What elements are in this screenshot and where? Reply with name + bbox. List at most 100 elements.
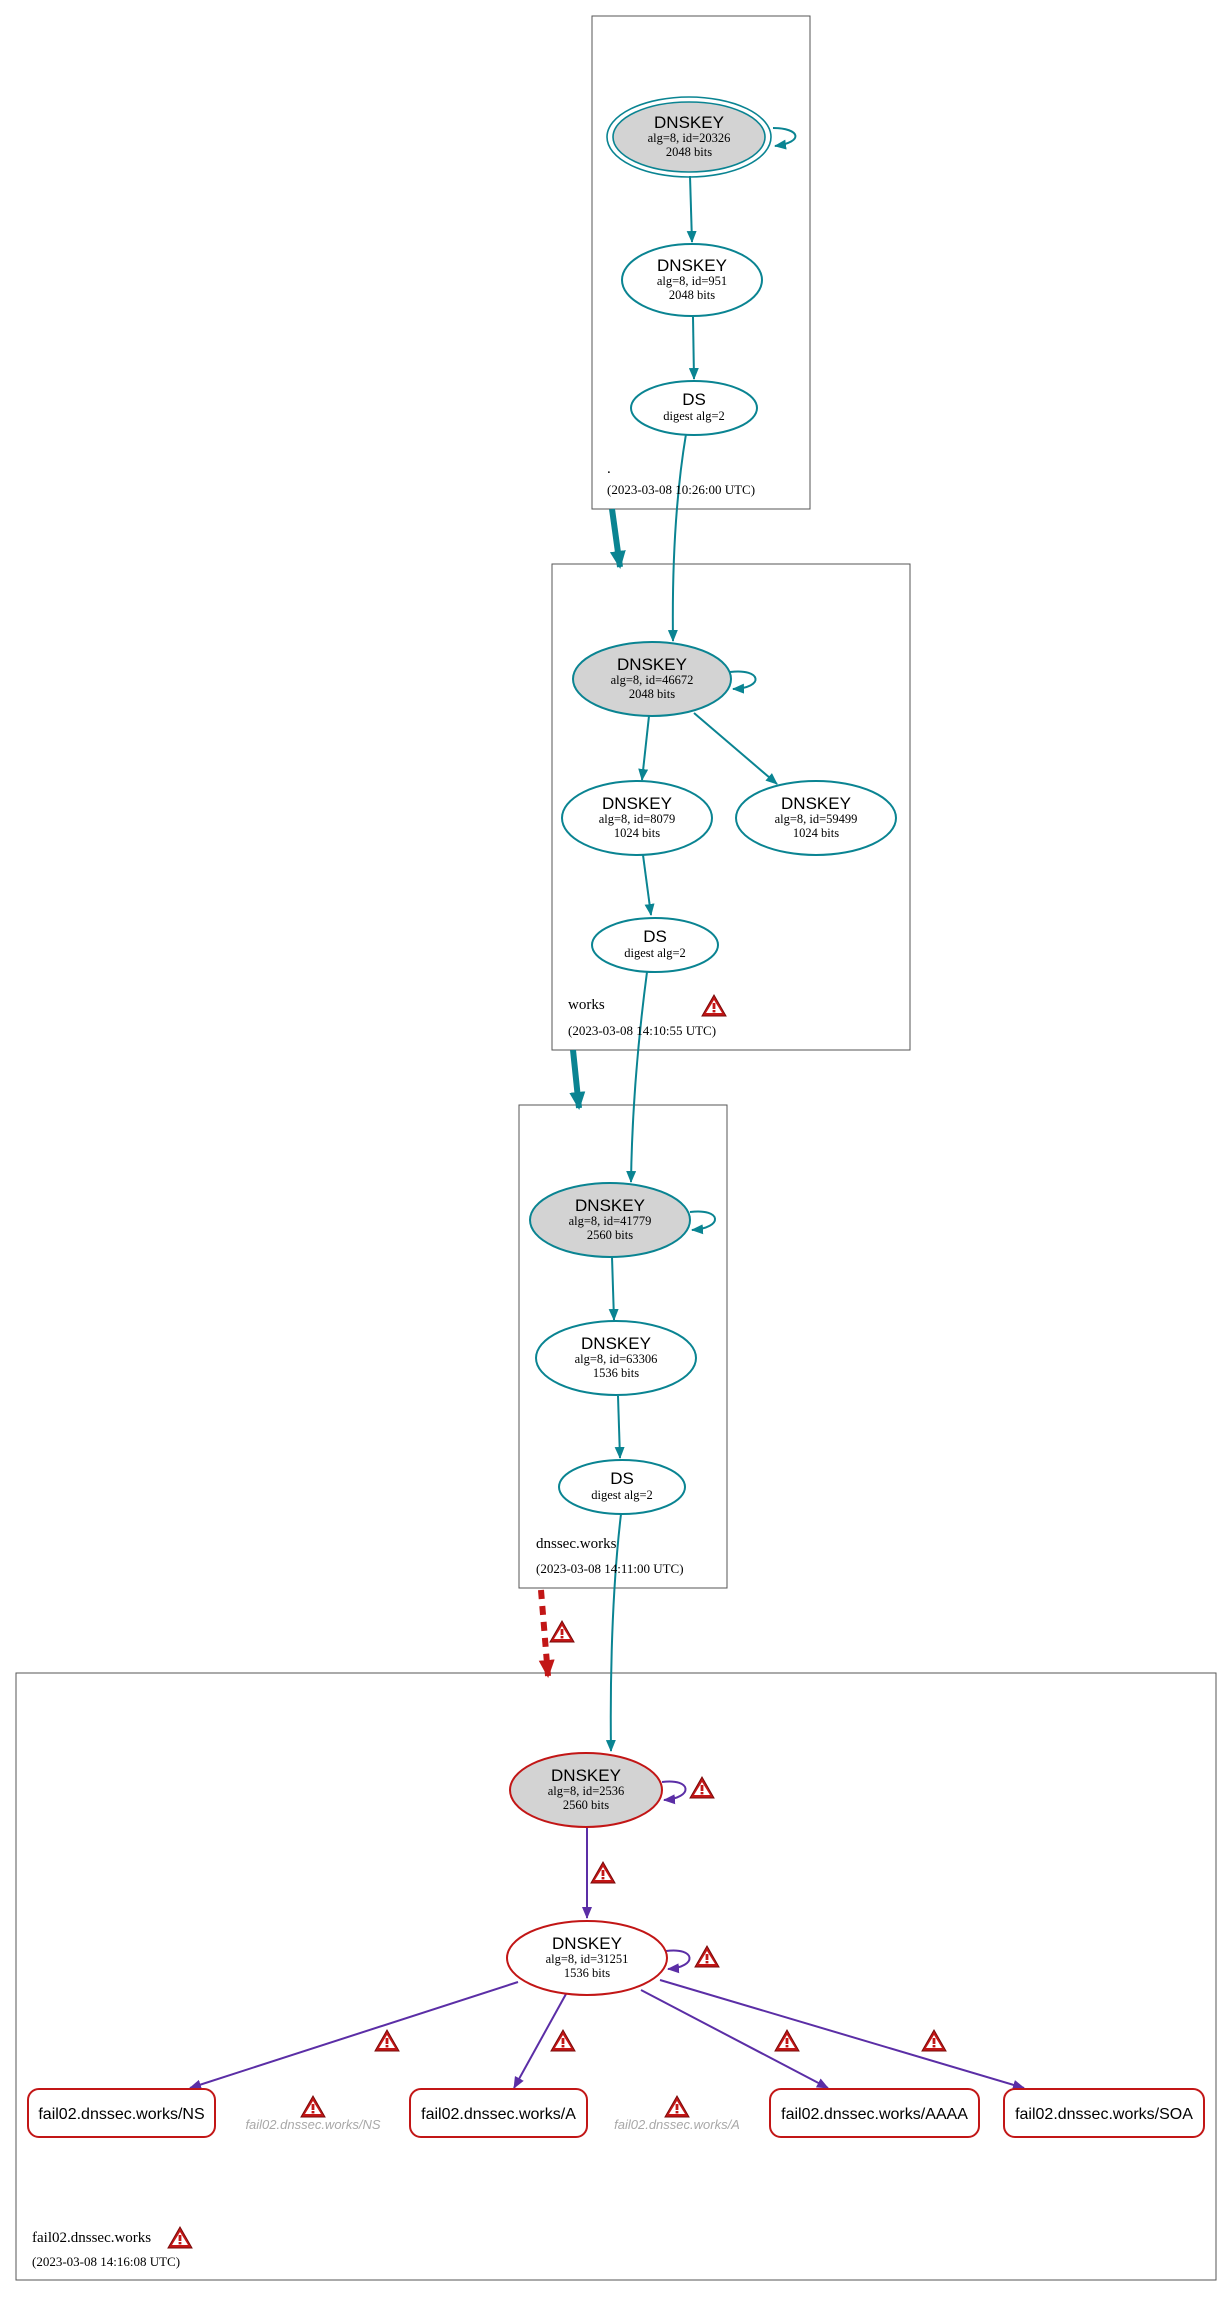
warning-triangle-icon: [774, 2029, 800, 2052]
zone-name-fail02: fail02.dnssec.works: [32, 2230, 151, 2246]
node-detail: alg=8, id=20326: [648, 131, 731, 145]
node-root-ksk: DNSKEY alg=8, id=20326 2048 bits: [606, 96, 772, 178]
edge-f-zsk-to-soa: [659, 1979, 1025, 2090]
zone-timestamp-fail02: (2023-03-08 14:16:08 UTC): [32, 2254, 180, 2269]
node-detail: digest alg=2: [663, 409, 725, 423]
edge-delegation-root-works: [609, 508, 626, 569]
zone-name-dnssec-works: dnssec.works: [536, 1536, 617, 1552]
zone-name-works: works: [568, 997, 605, 1013]
edge-works-ds-to-dw-ksk: [626, 971, 648, 1183]
node-title: DNSKEY: [552, 1934, 622, 1953]
rrset-soa: fail02.dnssec.works/SOA: [1003, 2088, 1205, 2138]
rrset-label: fail02.dnssec.works/A: [421, 2106, 576, 2123]
zone-box-dnssec-works: [518, 1104, 728, 1589]
edge-works-ksk-to-zsk1: [638, 715, 650, 781]
edge-delegation-dnssec-fail02: [538, 1589, 555, 1678]
zone-box-root: [591, 15, 811, 510]
nonexistent-label: fail02.dnssec.works/A: [614, 2117, 740, 2132]
warning-triangle-icon: [590, 1861, 616, 1884]
node-works-zsk-8079: DNSKEY alg=8, id=8079 1024 bits: [561, 780, 713, 856]
edge-dw-ksk-self: [689, 1210, 716, 1235]
rrset-aaaa: fail02.dnssec.works/AAAA: [769, 2088, 980, 2138]
node-detail: alg=8, id=63306: [575, 1352, 658, 1366]
node-detail: alg=8, id=59499: [775, 812, 858, 826]
edge-root-ksk-self: [772, 127, 797, 150]
node-detail: alg=8, id=8079: [599, 812, 676, 826]
edge-f-zsk-to-ns: [189, 1981, 519, 2090]
node-detail: digest alg=2: [591, 1488, 653, 1502]
node-title: DNSKEY: [617, 655, 687, 674]
node-detail: alg=8, id=41779: [569, 1214, 652, 1228]
node-title: DNSKEY: [657, 256, 727, 275]
rrset-label: fail02.dnssec.works/SOA: [1015, 2106, 1193, 2123]
node-title: DNSKEY: [551, 1766, 621, 1785]
node-detail: 1536 bits: [564, 1966, 610, 1980]
edge-works-ksk-self: [729, 670, 757, 694]
node-title: DS: [682, 390, 706, 409]
edge-dw-zsk-to-ds: [614, 1395, 625, 1459]
node-detail: 2048 bits: [629, 687, 675, 701]
node-works-zsk-59499: DNSKEY alg=8, id=59499 1024 bits: [735, 780, 897, 856]
node-title: DNSKEY: [581, 1334, 651, 1353]
edge-root-ksk-to-zsk: [686, 175, 697, 243]
edge-works-zsk1-to-ds: [642, 854, 655, 916]
node-title: DNSKEY: [575, 1196, 645, 1215]
node-detail: 1024 bits: [793, 826, 839, 840]
node-detail: 2560 bits: [587, 1228, 633, 1242]
node-detail: alg=8, id=951: [657, 274, 727, 288]
edge-root-zsk-to-ds: [688, 316, 699, 380]
node-root-ds: DS digest alg=2: [630, 380, 758, 436]
node-f-ksk: DNSKEY alg=8, id=2536 2560 bits: [509, 1752, 663, 1828]
rrset-a: fail02.dnssec.works/A: [409, 2088, 588, 2138]
zone-name-root: .: [607, 461, 611, 477]
node-works-ds: DS digest alg=2: [591, 917, 719, 973]
warning-triangle-icon: [550, 2029, 576, 2052]
node-title: DNSKEY: [654, 113, 724, 132]
node-detail: alg=8, id=2536: [548, 1784, 625, 1798]
node-dw-ksk: DNSKEY alg=8, id=41779 2560 bits: [529, 1182, 691, 1258]
node-title: DNSKEY: [602, 794, 672, 813]
warning-triangle-icon: [701, 994, 727, 1017]
warning-triangle-icon: [549, 1620, 575, 1643]
edge-delegation-works-dnssec: [569, 1049, 586, 1110]
edge-f-zsk-self: [665, 1949, 691, 1974]
warning-triangle-icon: [921, 2029, 947, 2052]
rrset-label: fail02.dnssec.works/NS: [38, 2106, 204, 2123]
node-detail: 2048 bits: [666, 145, 712, 159]
edge-f-zsk-to-aaaa: [640, 1989, 829, 2089]
node-root-zsk: DNSKEY alg=8, id=951 2048 bits: [621, 243, 763, 317]
node-detail: digest alg=2: [624, 946, 686, 960]
edge-dw-ksk-to-zsk: [608, 1256, 619, 1321]
node-works-ksk: DNSKEY alg=8, id=46672 2048 bits: [572, 641, 732, 717]
node-detail: alg=8, id=46672: [611, 673, 694, 687]
node-detail: 2048 bits: [669, 288, 715, 302]
node-detail: 1024 bits: [614, 826, 660, 840]
node-detail: 2560 bits: [563, 1798, 609, 1812]
node-dw-ds: DS digest alg=2: [558, 1459, 686, 1515]
zone-timestamp-root: (2023-03-08 10:26:00 UTC): [607, 482, 755, 497]
warning-triangle-icon: [689, 1776, 715, 1799]
edge-f-zsk-to-a: [513, 1993, 567, 2089]
warning-triangle-icon: [300, 2095, 326, 2118]
nonexistent-a: fail02.dnssec.works/A: [614, 2095, 740, 2132]
node-title: DS: [610, 1469, 634, 1488]
edges: [189, 127, 1025, 2090]
warning-triangle-icon: [664, 2095, 690, 2118]
edge-root-ds-to-works-ksk: [667, 433, 687, 642]
node-dw-zsk: DNSKEY alg=8, id=63306 1536 bits: [535, 1320, 697, 1396]
nonexistent-label: fail02.dnssec.works/NS: [245, 2117, 380, 2132]
warning-triangle-icon: [167, 2226, 193, 2249]
node-f-zsk: DNSKEY alg=8, id=31251 1536 bits: [506, 1920, 668, 1996]
warning-triangle-icon: [374, 2029, 400, 2052]
zone-timestamp-works: (2023-03-08 14:10:55 UTC): [568, 1023, 716, 1038]
rrset-label: fail02.dnssec.works/AAAA: [781, 2106, 968, 2123]
zone-box-fail02: [15, 1672, 1217, 2281]
node-detail: 1536 bits: [593, 1366, 639, 1380]
edge-dw-ds-to-f-ksk: [605, 1513, 622, 1752]
nonexistent-ns: fail02.dnssec.works/NS: [245, 2095, 381, 2132]
node-detail: alg=8, id=31251: [546, 1952, 629, 1966]
warning-triangle-icon: [694, 1945, 720, 1968]
node-title: DS: [643, 927, 667, 946]
edge-f-ksk-self: [661, 1780, 687, 1805]
